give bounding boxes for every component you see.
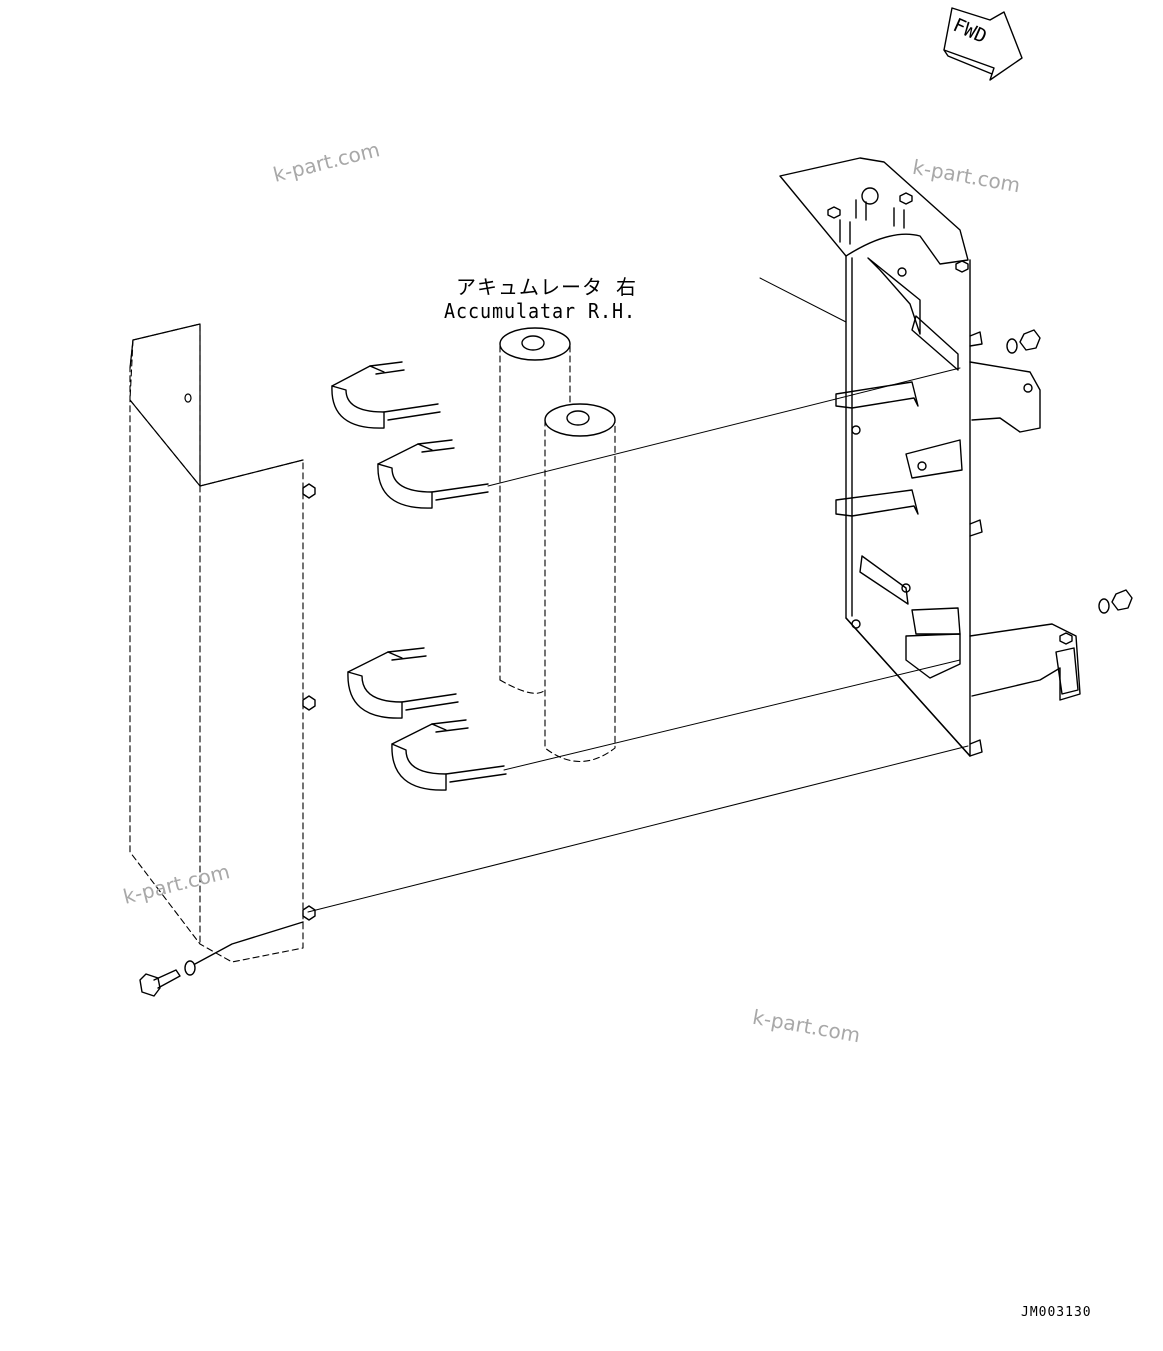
assembly-lines: [307, 277, 969, 913]
bracket-frame: [779, 157, 1081, 757]
cover-plate-top: [129, 323, 304, 487]
clamp-upper-front: [377, 439, 489, 509]
fwd-arrow-icon: FWD: [943, 7, 1023, 81]
cover-nuts: [302, 483, 316, 921]
part-label-japanese: アキュムレータ 右: [456, 275, 638, 299]
drawing-code: JM003130: [1021, 1305, 1092, 1320]
mount-hardware-upper: [1006, 329, 1041, 354]
accumulator-rear-top: [499, 327, 571, 361]
clamp-lower-front: [391, 719, 507, 791]
mount-hardware-lower: [1098, 589, 1133, 614]
clamp-upper-rear: [331, 361, 441, 429]
cover-bolt: [139, 921, 304, 997]
accumulator-front-body: [544, 419, 616, 763]
accumulator-front: [544, 403, 616, 437]
clamp-lower-rear: [347, 647, 459, 719]
accumulator-rear: [499, 345, 571, 694]
part-label-english: Accumulatar R.H.: [444, 299, 636, 323]
